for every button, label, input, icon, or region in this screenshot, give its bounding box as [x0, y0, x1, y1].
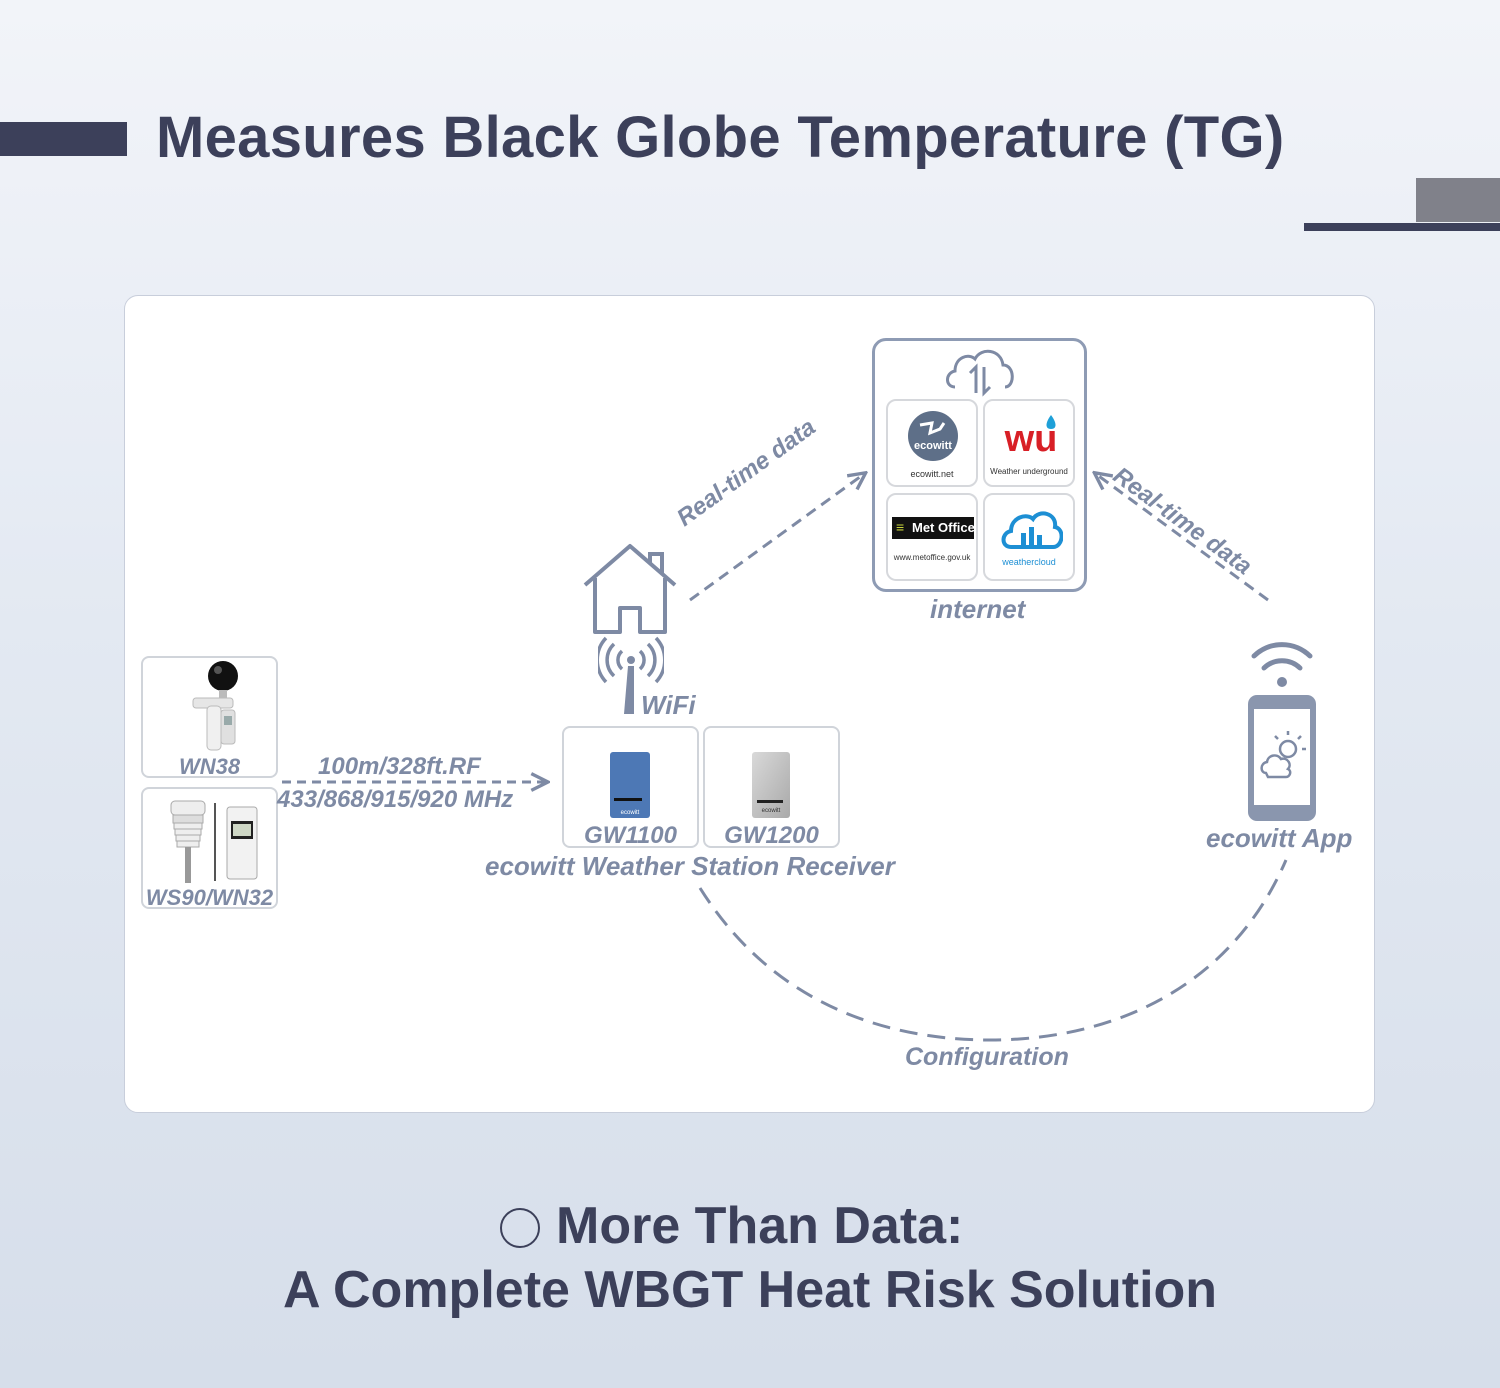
sensor-label-wn38: WN38 [178, 754, 241, 779]
service-met-office: ≡ Met Office www.metoffice.gov.uk [886, 493, 978, 581]
receiver-card-gw1200: ecowitt GW1200 [703, 726, 840, 849]
internet-label: internet [930, 594, 1026, 624]
sensor-label-ws90-wn32: WS90/WN32 [145, 885, 274, 910]
decorative-line [1304, 223, 1500, 231]
weathercloud-logo-icon [1001, 511, 1063, 549]
footer-line2: A Complete WBGT Heat Risk Solution [282, 1261, 1218, 1319]
service-weathercloud: weathercloud [983, 493, 1075, 581]
sensor-card-wn38: WN38 [141, 656, 278, 779]
sensor-card-ws90: WS90/WN32 [141, 787, 278, 910]
footer-line1: More Than Data: [556, 1197, 964, 1255]
decorative-block [1416, 178, 1500, 222]
circle-bullet-icon [500, 1208, 540, 1248]
app-label: ecowitt App [1206, 823, 1353, 853]
service-caption-wu: Weather underground [990, 467, 1068, 476]
rf-frequency-label: 433/868/915/920 MHz [277, 786, 514, 813]
receiver-label-gw1200: GW1200 [724, 822, 819, 849]
service-caption-met-office: www.metoffice.gov.uk [893, 553, 971, 562]
diagram-panel [124, 295, 1375, 1113]
receiver-caption: ecowitt Weather Station Receiver [485, 851, 895, 881]
wifi-signal-icon [1251, 642, 1313, 687]
receiver-label-gw1100: GW1100 [584, 822, 677, 849]
wn38-sensor-image [192, 661, 238, 751]
gw1100-device-image: ecowitt [610, 752, 650, 818]
met-office-logo-icon: ≡ Met Office [892, 517, 975, 539]
rf-range-label: 100m/328ft.RF [318, 753, 481, 780]
service-weather-underground: wu Weather underground [983, 399, 1075, 487]
configuration-label: Configuration [905, 1043, 1069, 1071]
svg-text:ecowitt: ecowitt [762, 808, 781, 814]
service-ecowitt: ecowitt ecowitt.net [886, 399, 978, 487]
service-caption-weathercloud: weathercloud [1002, 557, 1056, 567]
weather-app-icon [1260, 731, 1306, 779]
gw1200-device-image: ecowitt [752, 752, 790, 818]
receiver-card-gw1100: ecowitt GW1100 [562, 726, 699, 849]
svg-text:ecowitt: ecowitt [621, 810, 640, 816]
configuration-arc [698, 859, 1288, 1042]
weather-underground-logo-icon: wu [1004, 415, 1057, 460]
internet-box: ecowitt ecowitt.net wu Weather undergrou… [872, 338, 1087, 592]
svg-text:ecowitt: ecowitt [914, 440, 952, 452]
house-icon [583, 544, 677, 634]
wifi-label: WiFi [641, 690, 696, 720]
ecowitt-logo-icon: ecowitt [908, 411, 958, 461]
header-accent-bar [0, 122, 127, 156]
wifi-antenna-icon [598, 636, 664, 714]
ws90-wn32-sensor-image [170, 800, 258, 883]
smartphone-icon [1248, 695, 1316, 821]
page-title: Measures Black Globe Temperature (TG) [156, 105, 1285, 170]
cloud-sync-icon [946, 349, 1014, 397]
service-caption-ecowitt: ecowitt.net [910, 469, 954, 479]
